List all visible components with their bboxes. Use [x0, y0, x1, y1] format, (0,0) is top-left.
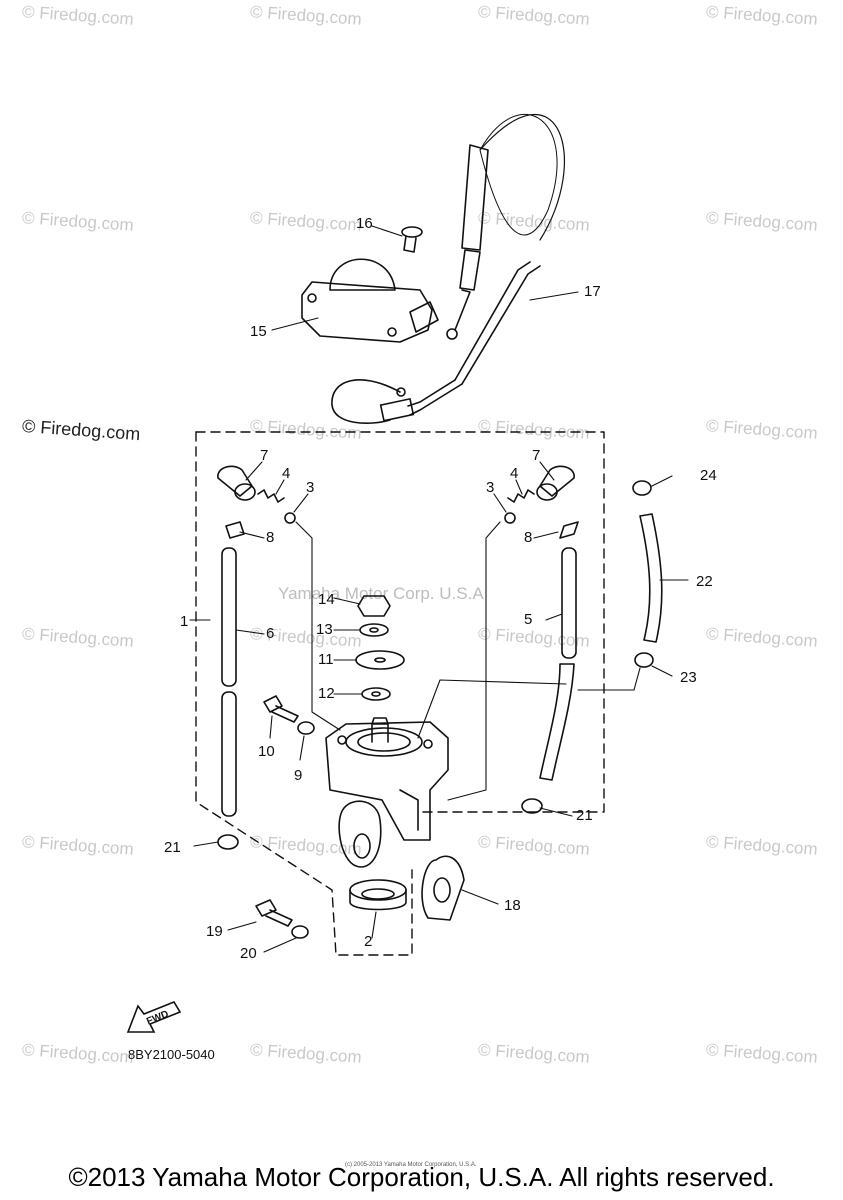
callout-13: 13 [316, 621, 333, 638]
callout-17: 17 [584, 283, 601, 300]
callout-19: 19 [206, 923, 223, 940]
callout-6: 6 [266, 625, 275, 642]
callout-7-right: 7 [532, 447, 541, 464]
bolt-and-washer [255, 695, 315, 939]
center-watermark: Yamaha Motor Corp. U.S.A [278, 584, 484, 603]
callout-4-right: 4 [510, 465, 519, 482]
callout-3-left: 3 [306, 479, 315, 496]
callout-18: 18 [504, 897, 521, 914]
cover-part [301, 258, 439, 343]
callout-5: 5 [524, 611, 533, 628]
callout-4-left: 4 [282, 465, 291, 482]
callout-12: 12 [318, 685, 335, 702]
callout-23: 23 [680, 669, 697, 686]
center-stack [355, 595, 405, 701]
connection-lines [295, 521, 641, 801]
callout-16: 16 [356, 215, 373, 232]
callout-21-right: 21 [576, 807, 593, 824]
callout-8-right: 8 [524, 529, 533, 546]
group-outline [195, 431, 605, 956]
callout-11: 11 [318, 651, 334, 668]
cable-assembly [331, 113, 566, 425]
callout-15: 15 [250, 323, 267, 340]
callout-3-right: 3 [486, 479, 495, 496]
seal-and-gasket [349, 855, 465, 921]
tiny-copyright: (c) 2005-2013 Yamaha Motor Corporation, … [345, 1162, 477, 1168]
callout-24: 24 [700, 467, 717, 484]
callout-20: 20 [240, 945, 257, 962]
callout-1: 1 [180, 613, 189, 630]
callout-7-left: 7 [260, 447, 269, 464]
callout-9: 9 [294, 767, 303, 784]
right-fittings [504, 465, 663, 814]
screw-part [401, 226, 423, 253]
callout-10: 10 [258, 743, 275, 760]
callout-21-left: 21 [164, 839, 181, 856]
fwd-arrow-icon: FWD [124, 996, 184, 1036]
diagram-code: 8BY2100-5040 [128, 1047, 215, 1062]
footer-copyright: ©2013 Yamaha Motor Corporation, U.S.A. A… [68, 1162, 775, 1192]
callout-22: 22 [696, 573, 713, 590]
leader-lines [189, 225, 689, 953]
callout-8-left: 8 [266, 529, 275, 546]
callout-2: 2 [364, 933, 373, 950]
pump-body [325, 717, 449, 868]
callout-14: 14 [318, 591, 335, 608]
left-fittings [217, 465, 296, 850]
